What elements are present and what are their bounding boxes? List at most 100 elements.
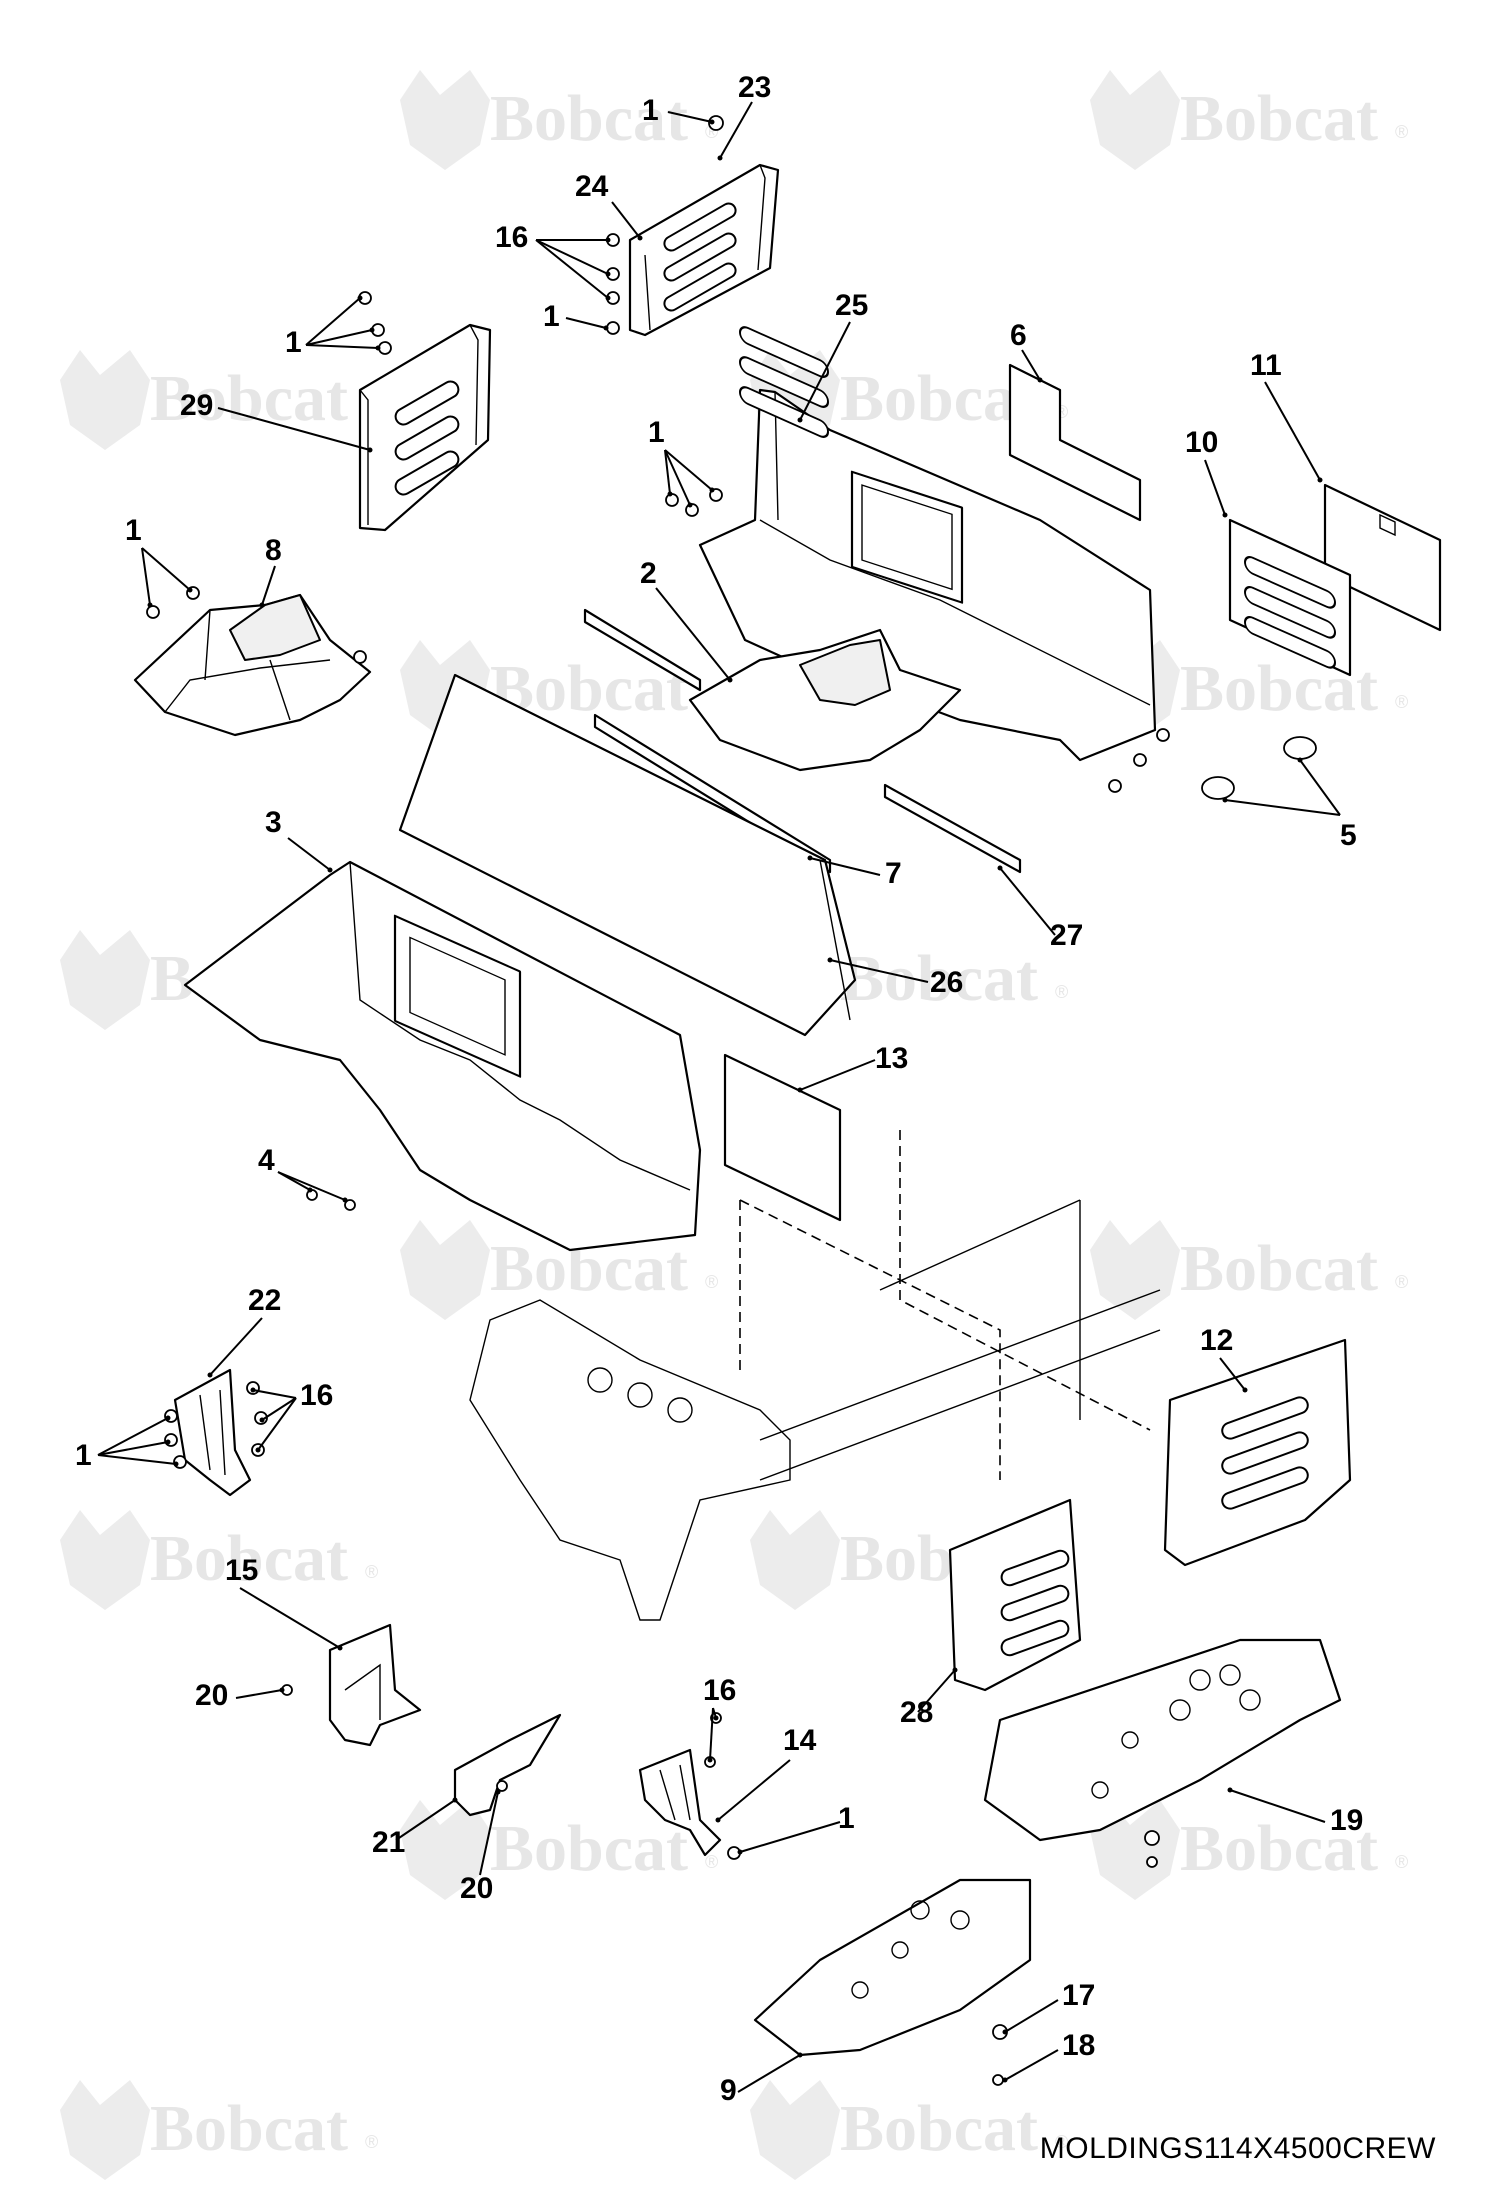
callout-label-c27: 27 [1050, 919, 1083, 952]
callout-leader-line [97, 1441, 169, 1456]
callout-arrowhead [727, 677, 733, 683]
watermark-registered-mark: ® [1055, 982, 1068, 1002]
callout-leader-line [395, 1799, 456, 1841]
callout-leader-line [809, 857, 881, 876]
callout-label-c4: 4 [258, 1144, 275, 1177]
callout-label-c19: 19 [1330, 1804, 1363, 1837]
part-28-side-molding [948, 1498, 1082, 1692]
callout-arrowhead [367, 447, 373, 453]
callout-leader-line [1021, 349, 1041, 381]
watermark-registered-mark: ® [1395, 122, 1408, 142]
callout-leader-line [1224, 799, 1341, 816]
callout-arrowhead [375, 345, 381, 351]
callout-label-c3: 3 [265, 806, 282, 839]
callout-label-c1a: 1 [642, 94, 659, 127]
callout-leader-line [999, 867, 1056, 936]
watermark-registered-mark: ® [365, 2132, 378, 2152]
callout-arrowhead [357, 295, 363, 301]
watermark-registered-mark: ® [1395, 1272, 1408, 1292]
callout-leader-line [1299, 759, 1341, 816]
callout-label-c16a: 16 [495, 221, 528, 254]
bobcat-logo-icon [400, 1800, 490, 1900]
callout-arrowhead [952, 1667, 958, 1673]
callout-arrowhead [709, 119, 715, 125]
part-24-upper-molding [628, 163, 780, 337]
callout-label-c1f: 1 [75, 1439, 92, 1472]
part-3-front-bulkhead [183, 860, 702, 1252]
watermark-brand: Bobcat [150, 2092, 348, 2165]
callout-label-c5: 5 [1340, 819, 1357, 852]
part-15-bracket [328, 1623, 422, 1747]
callout-arrowhead [605, 295, 611, 301]
callout-label-c15: 15 [225, 1554, 258, 1587]
part-21-bracket [453, 1713, 562, 1817]
callout-arrowhead [605, 237, 611, 243]
part-13-vent-grille [723, 326, 842, 1222]
callout-arrowhead [369, 327, 375, 333]
callout-leader-line [305, 329, 373, 346]
callout-label-c17: 17 [1062, 1979, 1095, 2012]
callout-leader-line [1204, 459, 1226, 516]
callout-leader-line [829, 959, 929, 983]
part-10-vent-grille [1228, 518, 1352, 677]
part-2-center-floor [688, 628, 962, 772]
callout-arrowhead [737, 1849, 743, 1855]
watermark-brand: Bobcat [840, 2092, 1038, 2165]
callout-arrowhead [173, 1461, 179, 1467]
callout-arrowhead [707, 1757, 713, 1763]
callout-leader-line [719, 101, 753, 159]
callout-arrowhead [327, 867, 333, 873]
bobcat-logo-icon [1090, 1220, 1180, 1320]
callout-label-c8: 8 [265, 534, 282, 567]
callout-layer: 1232416112925611101182537272613422161121… [75, 71, 1363, 2107]
callout-label-c16c: 16 [703, 1674, 736, 1707]
watermark-brand: Bobcat [150, 1522, 348, 1595]
callout-leader-line [1004, 1999, 1059, 2033]
bobcat-watermark: Bobcat ® [60, 1510, 378, 1610]
callout-label-c9: 9 [720, 2074, 737, 2107]
bobcat-watermark: Bobcat® [60, 350, 378, 450]
callout-leader-line [217, 407, 371, 451]
callout-label-c14: 14 [783, 1724, 817, 1757]
callout-arrowhead [1037, 377, 1043, 383]
callout-label-c20b: 20 [460, 1872, 493, 1905]
part-6-insulation-pad [1008, 363, 1142, 522]
callout-arrowhead [997, 865, 1003, 871]
callout-leader-line [97, 1454, 177, 1465]
callout-arrowhead [1002, 2029, 1008, 2035]
callout-label-c1c: 1 [285, 326, 302, 359]
part-11-insulation-pad [1323, 483, 1442, 632]
frame-assembly [469, 1130, 1161, 1621]
callout-leader-line [737, 2054, 801, 2093]
bobcat-watermark: Bobcat® [400, 70, 718, 170]
callout-leader-line [1219, 1357, 1246, 1391]
callout-arrowhead [797, 2052, 803, 2058]
part-14-bracket [638, 1748, 722, 1857]
callout-arrowhead [687, 502, 693, 508]
callout-leader-line [1229, 1789, 1326, 1823]
bobcat-watermark: Bobcat ® [60, 2080, 378, 2180]
part-19-floor-mat [983, 1638, 1342, 1842]
part-12-side-molding [1163, 1338, 1352, 1567]
callout-label-c7: 7 [885, 857, 902, 890]
callout-label-c11: 11 [1250, 349, 1282, 382]
callout-leader-line [799, 321, 851, 421]
bobcat-watermark: Bobcat® [1090, 1220, 1408, 1320]
callout-label-c26: 26 [930, 966, 963, 999]
bobcat-logo-icon [400, 70, 490, 170]
callout-arrowhead [717, 155, 723, 161]
callout-label-c23: 23 [738, 71, 771, 104]
callout-arrowhead [797, 1087, 803, 1093]
watermark-registered-mark: ® [1395, 1852, 1408, 1872]
bobcat-logo-icon [60, 350, 150, 450]
drawing-code: MOLDINGS114X4500CREW [1039, 2132, 1436, 2165]
watermark-registered-mark: ® [705, 1272, 718, 1292]
watermark-registered-mark: ® [365, 1562, 378, 1582]
callout-leader-line [565, 317, 607, 329]
callout-leader-line [717, 1759, 791, 1821]
callout-leader-line [535, 239, 609, 299]
callout-arrowhead [807, 855, 813, 861]
watermark-brand: Bobcat [1180, 82, 1378, 155]
bobcat-logo-icon [1090, 1800, 1180, 1900]
bobcat-watermark: Bobcat® [750, 2080, 1068, 2180]
